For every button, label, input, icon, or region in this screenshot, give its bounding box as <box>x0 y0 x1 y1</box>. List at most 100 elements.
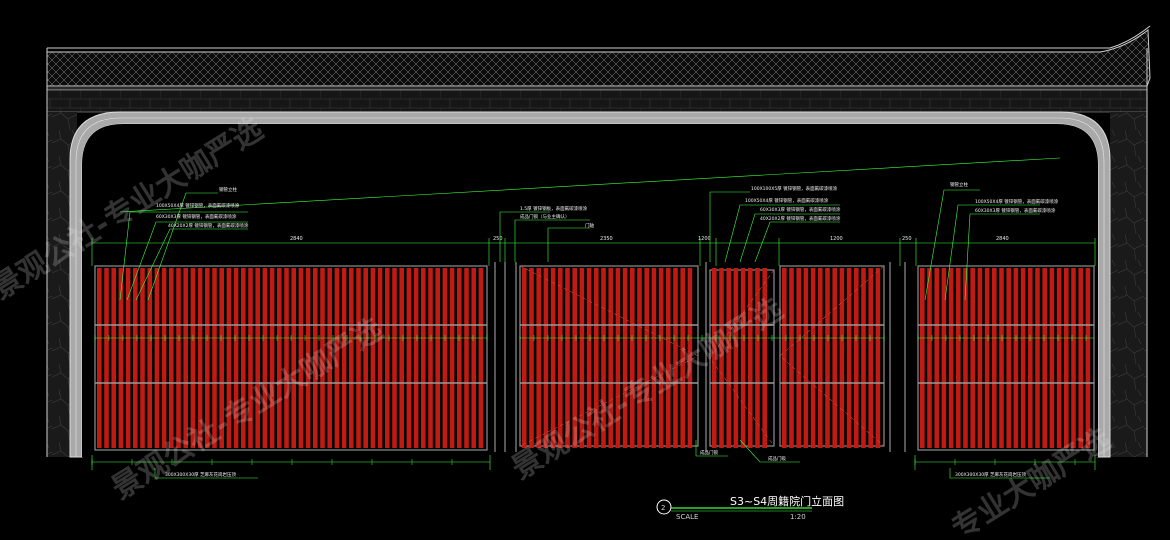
slat <box>999 268 1004 448</box>
slat <box>810 268 816 448</box>
slat <box>133 268 138 448</box>
wood-slats <box>97 268 1091 448</box>
slat <box>104 268 109 448</box>
slat <box>796 268 801 448</box>
slat <box>406 268 412 448</box>
slat <box>970 268 975 448</box>
slat <box>558 268 563 448</box>
slat <box>719 268 724 448</box>
slat <box>789 268 794 448</box>
slat <box>673 268 678 448</box>
drawing-title: S3~S4周籍院门立面图 <box>730 494 844 508</box>
slat <box>733 268 739 448</box>
slat <box>637 268 642 448</box>
slat <box>782 268 787 448</box>
slat <box>1071 268 1076 448</box>
slat <box>363 268 368 448</box>
slat <box>284 268 289 448</box>
slat <box>277 268 282 448</box>
slat <box>428 268 433 448</box>
slat <box>233 268 239 448</box>
slat <box>712 268 717 448</box>
slat <box>977 268 983 448</box>
slat <box>529 268 534 448</box>
slat <box>334 268 340 448</box>
annotation-bottom-left: 300X300X30厚 芝麻灰花岗岩压顶 <box>165 471 236 478</box>
slat <box>762 268 767 448</box>
dim-left-panel: 2840 <box>290 236 303 242</box>
slat <box>1028 268 1033 448</box>
slat <box>941 268 947 448</box>
slat <box>854 268 859 448</box>
slat <box>413 268 419 448</box>
slat <box>601 268 606 448</box>
annotation-center-r4: 40X20X2厚 镀锌钢管，表面氟碳漆喷涂 <box>760 215 841 222</box>
slat <box>680 268 685 448</box>
slat <box>161 268 167 448</box>
slat <box>320 268 325 448</box>
slat <box>651 268 657 448</box>
slat <box>377 268 383 448</box>
slat <box>658 268 664 448</box>
slat <box>608 268 613 448</box>
slat <box>442 268 448 448</box>
slat <box>948 268 954 448</box>
slat <box>825 268 830 448</box>
slat <box>255 268 260 448</box>
slat <box>522 268 527 448</box>
leaders-center <box>499 191 840 463</box>
slat <box>1006 268 1011 448</box>
slat <box>341 268 347 448</box>
slat <box>818 268 823 448</box>
slat <box>868 268 873 448</box>
slat <box>392 268 397 448</box>
brick-band <box>46 89 1148 113</box>
slat <box>140 268 145 448</box>
annotation-center-1: 1.5厚 镀锌钢板，表面氟碳漆喷涂 <box>520 205 588 212</box>
bottom-dimension-line <box>91 455 1096 470</box>
annotation-left-3: 40X20X2厚 镀锌钢管，表面氟碳漆喷涂 <box>168 222 249 229</box>
slat <box>449 268 455 448</box>
annotation-left-top: 钢管立柱 <box>219 186 237 193</box>
slat <box>687 268 693 448</box>
slat <box>615 268 621 448</box>
slat <box>740 268 746 448</box>
slat <box>370 268 376 448</box>
slat <box>1042 268 1047 448</box>
slat <box>748 268 753 448</box>
slat <box>183 268 188 448</box>
bottom-dimension-ticks <box>91 459 1076 465</box>
slat <box>262 268 268 448</box>
annotation-center-r2: 100X50X4厚 镀锌钢管，表面氟碳漆喷涂 <box>745 197 829 204</box>
dim-right-panel: 2840 <box>996 236 1009 242</box>
slat <box>291 268 296 448</box>
slat <box>861 268 866 448</box>
slat <box>875 268 881 448</box>
slat <box>579 268 585 448</box>
slat <box>832 268 837 448</box>
slat <box>385 268 390 448</box>
annotation-bottom-center-2: 成品门吸 <box>768 455 786 462</box>
slat <box>212 268 217 448</box>
slat <box>536 268 541 448</box>
slat <box>97 268 102 448</box>
annotation-center-2: 成品门锁（与业主确认） <box>520 213 570 220</box>
slat <box>956 268 961 448</box>
slat <box>803 268 809 448</box>
drawing-number: 2 <box>661 504 665 512</box>
mid-dimension-ticks <box>94 335 1087 341</box>
slat <box>248 268 253 448</box>
slat <box>1035 268 1040 448</box>
top-dimension-line <box>91 238 1096 266</box>
slat <box>421 268 426 448</box>
slat <box>572 268 577 448</box>
slat <box>992 268 997 448</box>
slat <box>190 268 196 448</box>
slat <box>726 268 731 448</box>
slat <box>457 268 462 448</box>
slat <box>1056 268 1062 448</box>
dim-gap-right: 250 <box>902 236 912 242</box>
dim-gate-left: 2350 <box>600 236 613 242</box>
slat <box>543 268 549 448</box>
slat <box>550 268 556 448</box>
